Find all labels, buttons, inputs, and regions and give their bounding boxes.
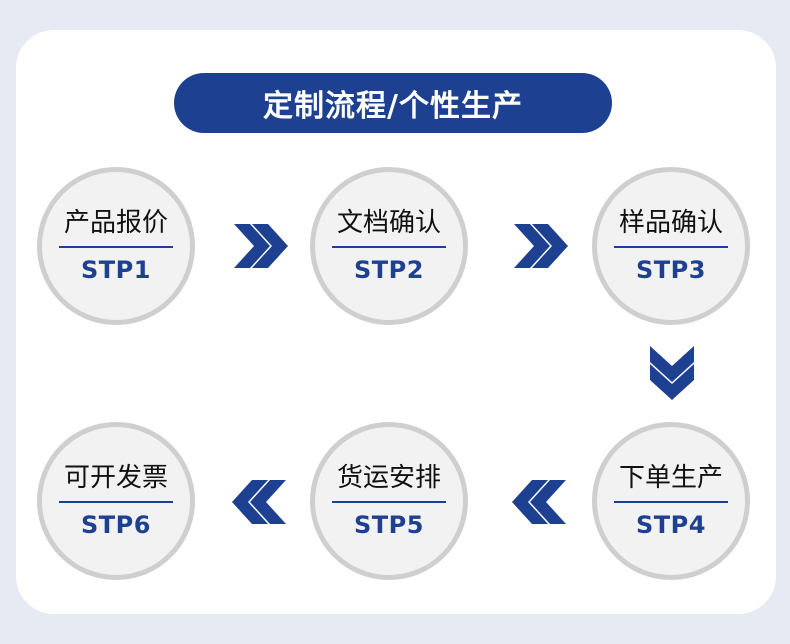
step-circle-5: 货运安排 STP5: [310, 422, 468, 580]
double-chevron-down-icon: [642, 342, 702, 402]
step-name: 文档确认: [332, 208, 446, 248]
step-name: 样品确认: [614, 208, 728, 248]
double-chevron-left-icon: [510, 472, 570, 532]
double-chevron-right-icon: [510, 216, 570, 276]
step-name: 可开发票: [59, 463, 173, 503]
page-title-text: 定制流程/个性生产: [263, 89, 523, 124]
step-code: STP2: [354, 255, 424, 284]
step-circle-3: 样品确认 STP3: [592, 167, 750, 325]
step-name: 货运安排: [332, 463, 446, 503]
double-chevron-left-icon: [230, 472, 290, 532]
step-circle-2: 文档确认 STP2: [310, 167, 468, 325]
step-name: 下单生产: [614, 463, 728, 503]
step-circle-6: 可开发票 STP6: [37, 422, 195, 580]
step-code: STP5: [354, 510, 424, 539]
step-name: 产品报价: [59, 208, 173, 248]
step-code: STP6: [81, 510, 151, 539]
step-circle-1: 产品报价 STP1: [37, 167, 195, 325]
step-circle-4: 下单生产 STP4: [592, 422, 750, 580]
step-code: STP3: [636, 255, 706, 284]
double-chevron-right-icon: [230, 216, 290, 276]
step-code: STP4: [636, 510, 706, 539]
step-code: STP1: [81, 255, 151, 284]
page-title: 定制流程/个性生产: [174, 73, 612, 133]
